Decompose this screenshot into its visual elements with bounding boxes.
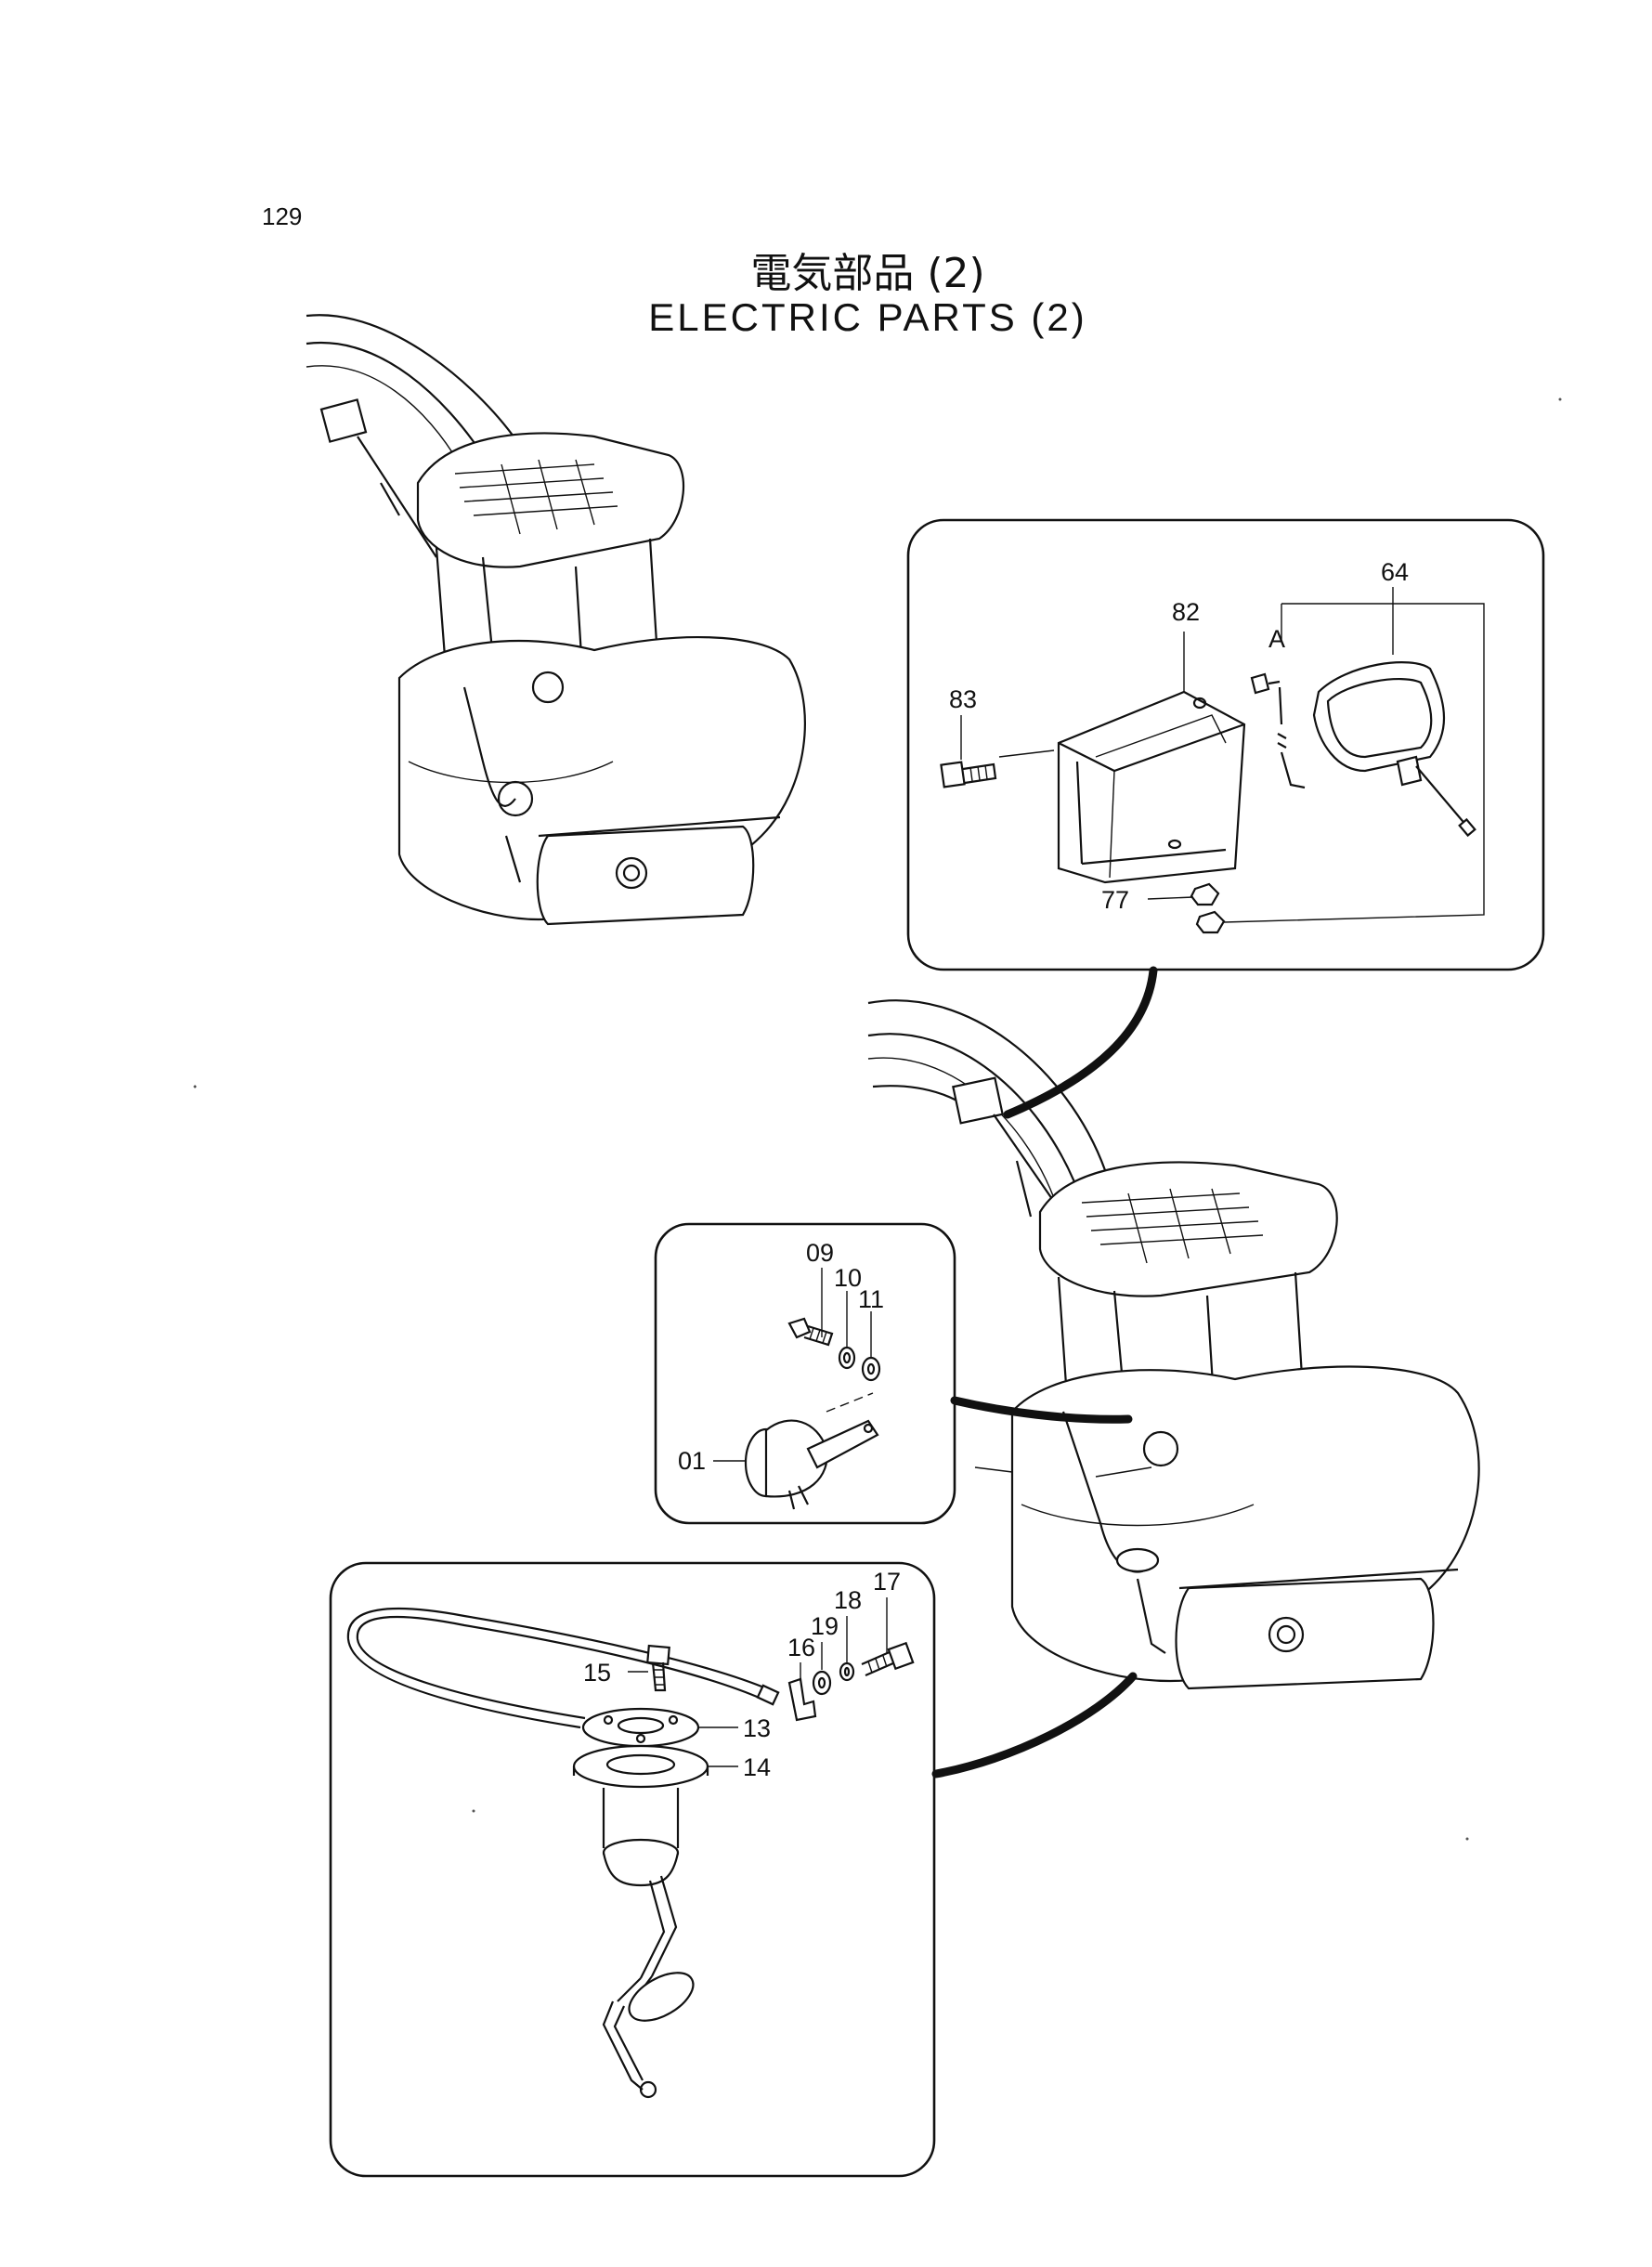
callout-82: 82 (1172, 598, 1200, 626)
page-title-english: ELECTRIC PARTS (2) (648, 295, 1087, 339)
callout-19: 19 (811, 1612, 839, 1640)
fuel-sender-inset: 15 13 14 16 19 18 17 (329, 1561, 936, 2178)
callout-10: 10 (834, 1264, 862, 1292)
callout-83: 83 (949, 685, 977, 713)
callout-01: 01 (678, 1447, 706, 1475)
connector-sender (931, 1672, 1138, 1778)
callout-77: 77 (1101, 886, 1129, 914)
connector-light (1003, 966, 1158, 1119)
callout-15: 15 (583, 1659, 611, 1687)
callout-11: 11 (858, 1285, 884, 1313)
page-number: 129 (262, 202, 303, 230)
callout-09: 09 (806, 1239, 834, 1267)
callout-14: 14 (743, 1753, 771, 1781)
scan-specks (193, 397, 1562, 1841)
machine-overview-main (867, 999, 1480, 1690)
work-light-inset: 64 82 A 83 77 (906, 518, 1545, 971)
callout-13: 13 (743, 1714, 771, 1742)
page-title-japanese: 電気部品 (2) (750, 250, 985, 297)
connector-horn (950, 1396, 1133, 1424)
horn-inset: 09 10 11 01 (654, 1222, 956, 1525)
callout-18: 18 (834, 1586, 862, 1614)
callout-A: A (1268, 625, 1285, 653)
callout-17: 17 (873, 1568, 901, 1596)
callout-64: 64 (1381, 558, 1409, 586)
callout-16: 16 (787, 1634, 815, 1661)
machine-overview-top (306, 314, 806, 926)
